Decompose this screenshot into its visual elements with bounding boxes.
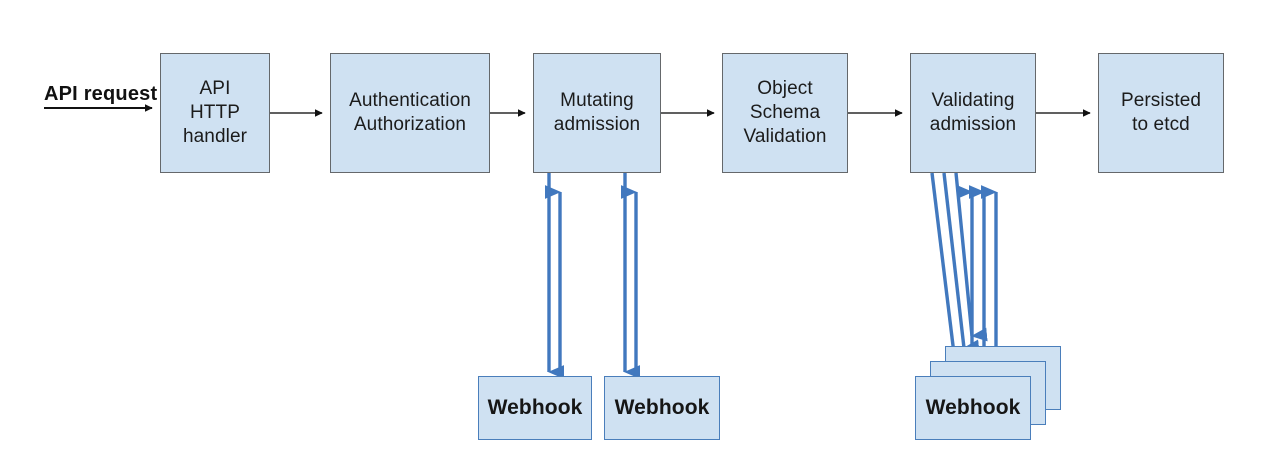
node-validating-admission[interactable]: Validating admission [910,53,1036,173]
node-mutating-admission[interactable]: Mutating admission [533,53,661,173]
webhook-mutating-2[interactable]: Webhook [604,376,720,440]
webhook-mutating-1[interactable]: Webhook [478,376,592,440]
mutating-webhook-2-arrows [621,173,640,379]
mutating-webhook-1-arrows [545,173,564,379]
webhook-validating-front[interactable]: Webhook [915,376,1031,440]
node-api-http-handler[interactable]: API HTTP handler [160,53,270,173]
validating-webhook-down-arrows [930,172,988,368]
node-authentication-authorization[interactable]: Authentication Authorization [330,53,490,173]
entry-label: API request [44,83,158,105]
node-object-schema-validation[interactable]: Object Schema Validation [722,53,848,173]
node-persisted-to-etcd[interactable]: Persisted to etcd [1098,53,1224,173]
